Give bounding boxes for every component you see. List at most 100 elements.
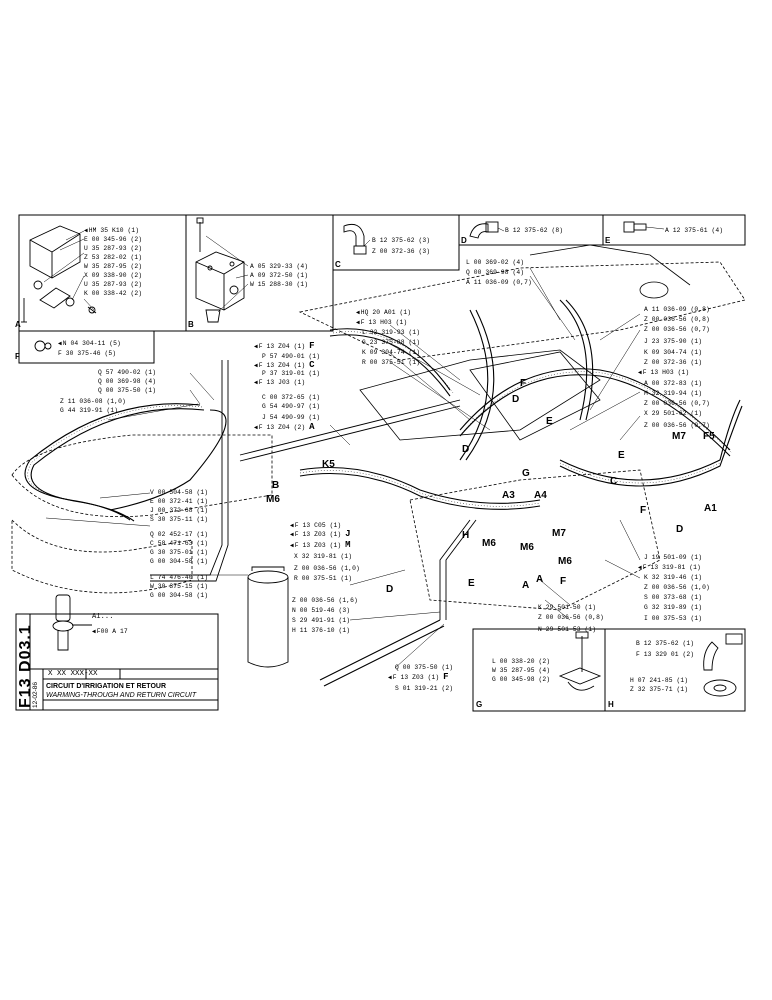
detail-box-e-letter: E: [605, 236, 611, 245]
box-b-label: A 09 372-50 (1): [250, 272, 309, 279]
box-f-label: ◀N 04 304-11 (5): [58, 340, 121, 347]
top-center-label: ◀F 13 H03 (1): [356, 319, 408, 326]
title-english: WARMING-THROUGH AND RETURN CIRCUIT: [46, 692, 197, 699]
box-a-label: Z 53 282-02 (1): [84, 254, 143, 261]
box-h-label: B 12 375-62 (1): [636, 640, 695, 647]
box-a-label: E 00 345-96 (2): [84, 236, 143, 243]
right-label: ◀F 13 H03 (1): [638, 369, 690, 376]
left-label: Z 11 036-08 (1,0): [60, 398, 126, 405]
callout-h: H: [462, 530, 470, 541]
right-label: M 32 319-94 (1): [644, 390, 703, 397]
left-label: Q 02 452-17 (1): [150, 531, 209, 538]
box-c-label: B 12 375-62 (3): [372, 237, 431, 244]
callout-f: F: [640, 505, 647, 516]
lower-center-label: K 29 501-50 (1): [538, 604, 597, 611]
lower-right-label: Z 00 036-56 (1,0): [644, 584, 710, 591]
left-label: C 58 471-63 (1): [150, 540, 209, 547]
right-label: A 11 036-09 (0,8): [644, 306, 710, 313]
callout-d: D: [386, 584, 394, 595]
center-left-label: G 54 490-97 (1): [262, 403, 321, 410]
center-left-label: P 37 319-01 (1): [262, 370, 321, 377]
callout-f: F: [520, 378, 527, 389]
lower-right-label: I 00 375-53 (1): [644, 615, 703, 622]
callout-m6: M6: [558, 556, 572, 567]
box-h-label: F 13 329 01 (2): [636, 651, 695, 658]
detail-box-h-letter: H: [608, 700, 614, 709]
center-left-label: ◀F 13 J03 (1): [254, 379, 306, 386]
box-h-label: H 07 241-85 (1): [630, 677, 689, 684]
detail-d-elbow: [469, 221, 499, 239]
title-french: CIRCUIT D'IRRIGATION ET RETOUR: [46, 683, 167, 690]
box-f-label: F 30 375-46 (5): [58, 350, 117, 357]
detail-box-a-letter: A: [15, 320, 21, 329]
detail-box-f-letter: F: [15, 352, 20, 361]
left-label: G 00 304-58 (1): [150, 592, 209, 599]
box-a-label: X 09 338-90 (2): [84, 272, 143, 279]
box-a-label: K 00 338-42 (2): [84, 290, 143, 297]
callout-m6: M6: [266, 494, 280, 505]
center-left-label: C 00 372-65 (1): [262, 394, 321, 401]
center-label: Z 00 036-56 (1,6): [292, 597, 358, 604]
left-label: J 00 372-68 (1): [150, 507, 209, 514]
right-label: K 09 304-74 (1): [644, 349, 703, 356]
box-a-label: W 35 287-95 (2): [84, 263, 143, 270]
callout-a: A: [536, 574, 544, 585]
left-label: Q 00 369-98 (4): [98, 378, 157, 385]
callout-c: C: [610, 476, 618, 487]
callout-m7: M7: [552, 528, 566, 539]
a1-hose-end: [52, 594, 92, 651]
detail-c-elbow: [343, 223, 367, 255]
left-label: G 30 375-01 (1): [150, 549, 209, 556]
callout-a1: A1: [704, 503, 717, 514]
callout-e: E: [618, 450, 625, 461]
callout-m6: M6: [482, 538, 496, 549]
detail-box-d-letter: D: [461, 236, 467, 245]
center-label: Z 00 036-56 (1,0): [294, 565, 360, 572]
detail-box-f: [18, 330, 155, 364]
a1-detail-ref: ◀F00 A 17: [92, 628, 128, 635]
box-d-label: B 12 375-62 (8): [505, 227, 564, 234]
center-left-label: ◀F 13 Z04 (1) F: [254, 341, 315, 351]
callout-g: G: [522, 468, 530, 479]
box-a-label: U 35 287-93 (2): [84, 245, 143, 252]
detail-f-fitting: [34, 340, 52, 352]
center-left-label: ◀F 13 Z04 (1) C: [254, 360, 315, 370]
box-a-label: U 35 287-93 (2): [84, 281, 143, 288]
callout-f5: F5: [703, 431, 715, 442]
lower-center-label: Z 00 036-56 (0,8): [538, 614, 604, 621]
lower-right-label: J 19 501-09 (1): [644, 554, 703, 561]
lower-right-label: S 00 373-68 (1): [644, 594, 703, 601]
center-label: X 32 319-81 (1): [294, 553, 353, 560]
detail-box-c-letter: C: [335, 260, 341, 269]
hose-braid: [27, 331, 733, 507]
top-right-label: A 11 036-09 (0,7): [466, 279, 532, 286]
left-label: V 00 504-58 (1): [150, 489, 209, 496]
box-g-label: L 00 338-20 (2): [492, 658, 551, 665]
center-left-label: ◀F 13 Z04 (2) A: [254, 422, 315, 432]
part-number: X XX XXX-XX: [48, 670, 98, 678]
sheet-date: 12-02-86: [32, 681, 39, 708]
detail-e-fitting: [623, 221, 647, 233]
right-label: Z 00 372-36 (1): [644, 359, 703, 366]
left-label: S 30 375-11 (1): [150, 516, 209, 523]
right-label: J 23 375-90 (1): [644, 338, 703, 345]
callout-e: E: [468, 578, 475, 589]
lower-right-label: K 32 319-46 (1): [644, 574, 703, 581]
center-label: S 29 491-91 (1): [292, 617, 351, 624]
left-label: Q 00 375-50 (1): [98, 387, 157, 394]
right-label: Z 00 036-56 (0,7): [644, 400, 710, 407]
left-label: L 74 476-40 (1): [150, 574, 209, 581]
callout-m6: M6: [520, 542, 534, 553]
a1-detail-label: A1...: [92, 613, 114, 621]
left-label: E 00 372-41 (1): [150, 498, 209, 505]
top-center-label: R 00 375-51 (1): [362, 359, 421, 366]
right-label: A 00 372-83 (1): [644, 380, 703, 387]
title-block: [15, 613, 219, 711]
top-right-label: Q 00 369-98 (4): [466, 269, 525, 276]
top-right-label: L 00 369-02 (4): [466, 259, 525, 266]
right-label: Z 00 036-56 (0,8): [644, 316, 710, 323]
center-label: S 01 319-21 (2): [395, 685, 454, 692]
box-b-label: A 05 329-33 (4): [250, 263, 309, 270]
